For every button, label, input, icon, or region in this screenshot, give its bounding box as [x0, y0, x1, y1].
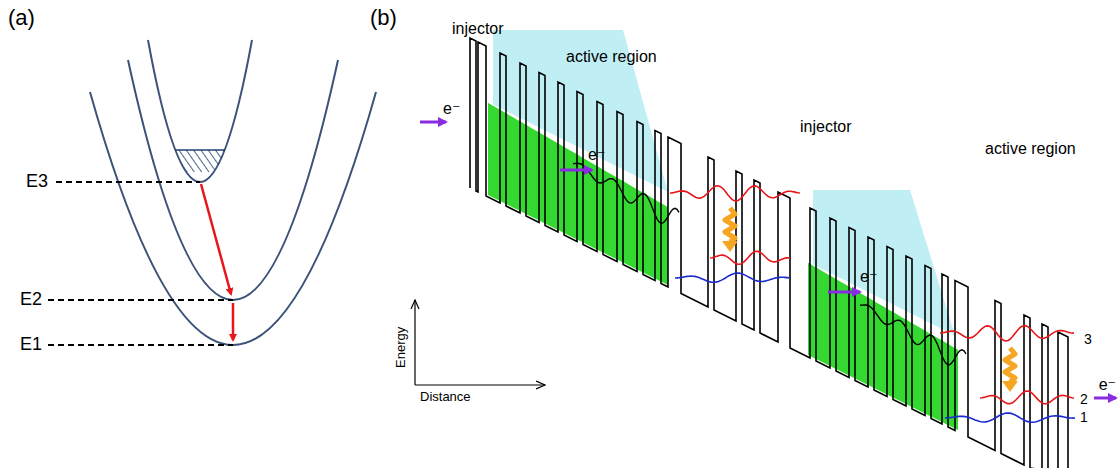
- distance-axis: [415, 384, 545, 385]
- electron-arrow: [828, 291, 860, 294]
- photon-arrowhead: [722, 241, 738, 252]
- photon-emission: [725, 208, 735, 242]
- level-2-wavefunction: [710, 251, 790, 264]
- electron-label: e⁻: [588, 146, 605, 164]
- conduction-band-edge: [470, 38, 1072, 468]
- energy-axis: [414, 300, 415, 385]
- region-label: active region: [985, 140, 1076, 158]
- level-number: 3: [1084, 332, 1092, 347]
- energy-level-label: E1: [20, 335, 42, 355]
- level-3-wavefunction: [670, 186, 800, 201]
- transition-arrow: [201, 184, 231, 294]
- level-e3: [56, 181, 200, 183]
- level-1-wavefunction: [945, 413, 1075, 422]
- electron-label: e⁻: [1099, 376, 1116, 394]
- level-number: 1: [1080, 410, 1088, 425]
- level-lines: [48, 182, 233, 345]
- fermi-line: [175, 149, 225, 151]
- electron-arrow: [1094, 397, 1116, 400]
- injector-wavefunction: [860, 305, 966, 365]
- parabola-e3: [148, 40, 252, 182]
- electron-label: e⁻: [860, 268, 877, 286]
- electron-arrow: [420, 121, 446, 124]
- electron-label: e⁻: [443, 100, 460, 118]
- parabola-e1: [90, 92, 376, 345]
- level-3-wavefunction: [940, 326, 1074, 341]
- panel-label: (b): [370, 6, 397, 30]
- electron-arrow: [560, 169, 592, 172]
- level-e2: [48, 299, 233, 301]
- panel-label: (a): [8, 6, 35, 30]
- region-label: injector: [800, 118, 852, 136]
- level-e1: [48, 344, 233, 346]
- level-1-wavefunction: [675, 273, 789, 282]
- photon-arrowhead: [1002, 381, 1018, 392]
- level-number: 2: [1080, 392, 1088, 407]
- axis-label: Energy: [394, 327, 408, 368]
- injector-wavefunction: [573, 163, 679, 223]
- photon-emission: [1005, 348, 1015, 382]
- energy-level-label: E3: [26, 172, 48, 192]
- region-label: active region: [566, 48, 657, 66]
- energy-level-label: E2: [20, 290, 42, 310]
- level-2-wavefunction: [980, 391, 1074, 404]
- band-diagram: [420, 30, 1116, 468]
- axis-label: Distance: [420, 390, 471, 404]
- transition-arrow: [232, 303, 235, 340]
- filled-states-hatch: [175, 150, 225, 172]
- region-label: injector: [452, 20, 504, 38]
